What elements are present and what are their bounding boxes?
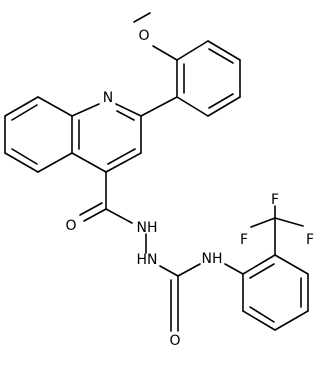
atom-urea-nh: NH [202, 251, 223, 267]
bond-mp-1 [176, 40, 209, 61]
bond-benzo-2 [4, 96, 39, 117]
bond-c4-c3 [105, 152, 142, 173]
atom-carbonyl-o: O [65, 218, 76, 234]
bond-ar-2 [274, 254, 309, 275]
atom-labels: O N O NH HN NH O F F F [65, 28, 314, 349]
bond-ar-5 [242, 310, 276, 331]
atom-methoxy-o: O [138, 28, 149, 44]
atom-f-right: F [306, 232, 314, 248]
atom-urea-o: O [169, 333, 180, 349]
bond-cf3-f-right [274, 217, 304, 227]
bond-benzo-5 [37, 152, 73, 173]
bond-methyl-o [133, 12, 151, 23]
bond-ar-1-inner [249, 263, 275, 279]
bond-c2-n-inner [116, 110, 135, 121]
bond-mp-4-inner [208, 93, 234, 109]
atom-f-top: F [271, 192, 279, 208]
atom-hydrazide-nh-2: HN [137, 252, 158, 268]
bond-benzo-2-inner [11, 104, 38, 121]
bond-o-aryl [152, 45, 178, 61]
bond-ar-4 [274, 310, 309, 331]
bond-mp-5 [176, 96, 209, 117]
bond-n-c8a [71, 103, 100, 117]
atom-quinoline-n: N [103, 90, 113, 106]
bond-carbonyl-o-2 [79, 202, 103, 216]
atom-f-left: F [240, 232, 248, 248]
bond-carbonyl-nh [105, 208, 133, 224]
bond-mp-2 [207, 40, 241, 61]
bond-benzo-1 [37, 96, 73, 117]
bonds [4, 12, 309, 332]
bond-ar-1 [242, 254, 276, 275]
atom-hydrazide-nh-1: NH [137, 220, 158, 236]
bond-mp-4 [207, 96, 241, 117]
bond-c-nh [177, 263, 201, 277]
bond-c2-n [115, 103, 142, 117]
bond-hn-c [159, 265, 179, 277]
bond-cf3-f-left [250, 217, 276, 228]
bond-ar-5-inner [249, 306, 275, 323]
bond-mp-2-inner [208, 48, 234, 64]
bond-benzo-4-inner [11, 148, 38, 165]
bond-carbonyl-o-1 [83, 208, 107, 222]
bond-c4-c3-inner [107, 148, 136, 165]
bond-nh-aryl [224, 263, 244, 275]
bond-biaryl [140, 96, 178, 117]
bond-c4a-c4 [71, 152, 107, 173]
bond-benzo-4 [4, 152, 39, 173]
